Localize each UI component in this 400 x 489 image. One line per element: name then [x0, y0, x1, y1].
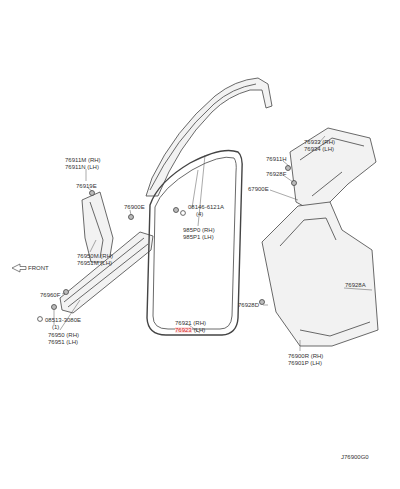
part-number: 08513-3080E	[45, 317, 81, 323]
part-number: 76960F	[40, 292, 60, 298]
part-number: (LH)	[194, 327, 206, 333]
part-number: (1)	[52, 324, 59, 330]
direction-label: FRONT	[28, 265, 49, 271]
part-number: 985P1 (LH)	[183, 234, 214, 240]
part-number: 76911N (LH)	[65, 164, 99, 170]
part-number: (4)	[196, 211, 203, 217]
part-number: 76921 (RH)	[175, 320, 206, 326]
kicking-plate	[60, 232, 153, 313]
part-number: 76919E	[76, 183, 97, 189]
part-number: 76911H	[266, 156, 287, 162]
part-number: 76928D	[238, 302, 259, 308]
part-number: 76928A	[345, 282, 366, 288]
part-number: 76900E	[124, 204, 145, 210]
part-number: 76901P (LH)	[288, 360, 322, 366]
part-number: 76933 (RH)	[304, 139, 335, 145]
body-side-welt	[147, 150, 242, 335]
part-number: 67900E	[248, 186, 269, 192]
part-number: 76923	[175, 327, 192, 333]
a-pillar-trim	[146, 78, 272, 196]
rear-pillar-finisher	[290, 128, 376, 214]
part-number: 985P0 (RH)	[183, 227, 215, 233]
part-number: 76951M (LH)	[77, 260, 112, 266]
part-number: 08146-6121A	[188, 204, 224, 210]
part-number: 76928F	[266, 171, 286, 177]
part-number: 76900R (RH)	[288, 353, 323, 359]
part-number: 76950 (RH)	[48, 332, 79, 338]
pillar-garnish	[82, 192, 113, 262]
part-number: 76950M (RH)	[77, 253, 113, 259]
rear-side-finisher	[262, 202, 378, 346]
part-number: 76911M (RH)	[65, 157, 101, 163]
part-number: 76951 (LH)	[48, 339, 78, 345]
figure-code: J76900G0	[341, 454, 369, 460]
part-number: 76934 (LH)	[304, 146, 334, 152]
